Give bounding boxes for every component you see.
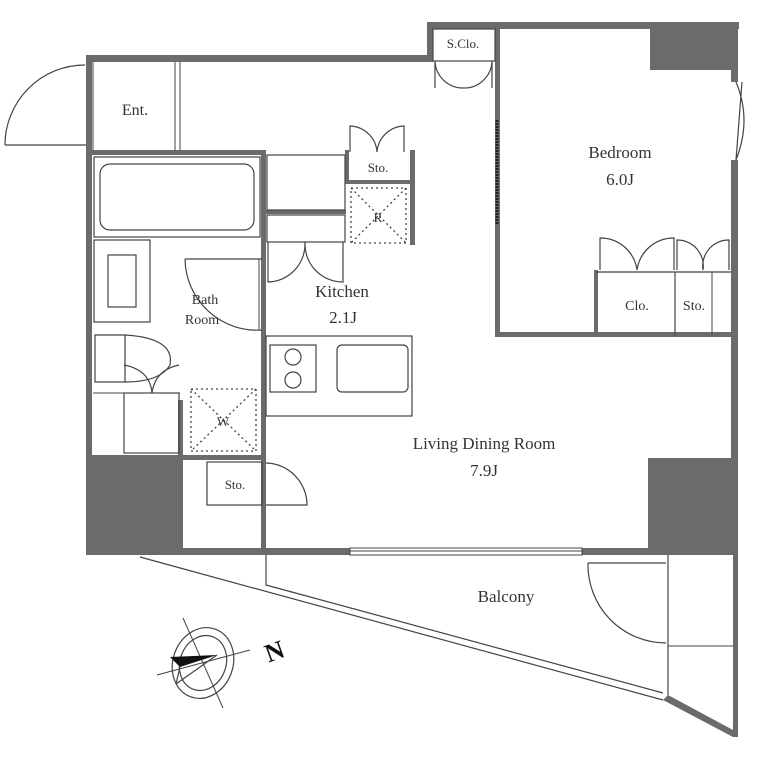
washer-label: W [217,414,230,429]
walls [86,22,739,555]
closet-door[interactable] [599,237,675,271]
kitchen-size: 2.1J [329,308,357,327]
kitchen-cabinet-door[interactable] [267,241,344,283]
bedroom-storage-door[interactable] [676,239,730,271]
living-size: 7.9J [470,461,498,480]
living-label: Living Dining Room [413,434,556,453]
sto-door[interactable] [349,125,405,153]
bath-door[interactable] [184,258,263,331]
kitchen-counter [265,335,413,417]
storage-closet-door[interactable] [434,60,493,89]
balcony-rail [139,556,664,701]
bedroom-window [735,81,745,161]
toilet [94,334,172,383]
bottom-storage-label: Sto. [225,477,246,492]
kitchen-label: Kitchen [315,282,369,301]
compass-north-label: N [261,634,289,668]
bedroom-size: 6.0J [606,170,634,189]
column-bottom-left [86,460,183,555]
bottom-storage-door[interactable] [265,462,308,506]
bath-label: Bath [192,293,218,308]
bath-label-2: Room [185,313,219,328]
bedroom-storage-label: Sto. [683,299,705,314]
storage-closet-label: S.Clo. [447,36,480,51]
column-bottom-right [648,458,736,555]
entrance-door[interactable] [4,64,86,146]
kitchen-storage-label: Sto. [368,160,389,175]
balcony-label: Balcony [478,587,535,606]
compass-icon [156,617,251,709]
stove [269,344,317,393]
toilet-door[interactable] [123,364,180,394]
sink [336,344,409,393]
bathtub [99,163,255,231]
washer-space [190,388,257,452]
bedroom-label: Bedroom [588,143,651,162]
balcony-door[interactable] [587,562,667,644]
fridge-label: R [374,210,383,225]
entrance-label: Ent. [122,102,148,119]
closet-label: Clo. [625,299,649,314]
column-top-right [650,25,736,70]
washbasin [107,254,137,308]
